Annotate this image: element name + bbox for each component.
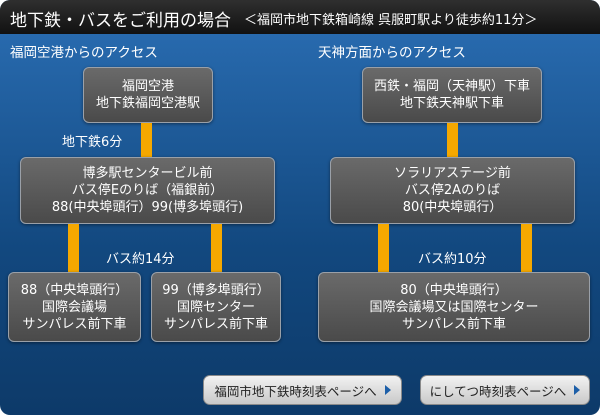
nishitetsu-timetable-label: にしてつ時刻表ページへ	[429, 383, 567, 399]
bus-connector-left	[68, 224, 79, 272]
airport-start-box: 福岡空港 地下鉄福岡空港駅	[83, 67, 213, 123]
destination-line: 80（中央埠頭行）	[400, 282, 508, 298]
destination-line: 99（博多埠頭行）	[162, 282, 270, 298]
destination-line: サンパレス前下車	[401, 316, 506, 332]
airport-destination-box-a: 88（中央埠頭行） 国際会議場 サンパレス前下車	[8, 272, 141, 342]
bus-connector-right	[211, 224, 222, 272]
header-bar: 地下鉄・バスをご利用の場合 ＜福岡市地下鉄箱崎線 呉服町駅より徒歩約11分＞	[0, 0, 600, 34]
tenjin-destination-box: 80（中央埠頭行） 国際会議場又は国際センター サンパレス前下車	[318, 272, 590, 342]
bus-duration-label-airport: バス約14分	[106, 252, 175, 267]
airport-route-heading: 福岡空港からのアクセス	[10, 45, 158, 61]
walk-connector	[447, 123, 458, 157]
destination-line: 国際会議場	[41, 299, 107, 315]
tenjin-transfer-line: 80(中央埠頭行）	[402, 200, 503, 215]
airport-transfer-line: 88(中央埠頭行）99(博多埠頭行)	[51, 200, 244, 215]
subway-connector	[141, 123, 152, 157]
page-title: 地下鉄・バスをご利用の場合	[10, 11, 231, 31]
tenjin-transfer-line: バス停2Aのりば	[404, 183, 501, 198]
bus-duration-label-tenjin: バス約10分	[418, 252, 487, 267]
arrow-right-icon	[574, 385, 581, 395]
tenjin-start-line: 西鉄・福岡（天神駅）下車	[373, 79, 530, 94]
destination-line: 88（中央埠頭行）	[20, 282, 129, 298]
airport-destination-box-b: 99（博多埠頭行） 国際センター サンパレス前下車	[151, 272, 281, 342]
subway-timetable-label: 福岡市地下鉄時刻表ページへ	[214, 383, 377, 399]
tenjin-start-box: 西鉄・福岡（天神駅）下車 地下鉄天神駅下車	[362, 67, 542, 123]
tenjin-start-line: 地下鉄天神駅下車	[399, 96, 504, 111]
destination-line: サンパレス前下車	[22, 316, 127, 332]
subway-timetable-button[interactable]: 福岡市地下鉄時刻表ページへ	[203, 375, 402, 405]
airport-transfer-box: 博多駅センタービル前 バス停Eのりば（福銀前） 88(中央埠頭行）99(博多埠頭…	[20, 157, 275, 224]
arrow-right-icon	[384, 385, 391, 395]
airport-start-line: 地下鉄福岡空港駅	[95, 96, 200, 111]
page-subtitle: ＜福岡市地下鉄箱崎線 呉服町駅より徒歩約11分＞	[244, 13, 538, 28]
tenjin-route-heading: 天神方面からのアクセス	[318, 45, 466, 61]
bus-connector-tenjin-left	[378, 224, 389, 272]
destination-line: 国際会議場又は国際センター	[369, 299, 539, 315]
airport-transfer-line: バス停Eのりば（福銀前）	[71, 183, 224, 198]
destination-line: サンパレス前下車	[163, 316, 268, 332]
nishitetsu-timetable-button[interactable]: にしてつ時刻表ページへ	[420, 375, 590, 405]
airport-transfer-line: 博多駅センタービル前	[82, 166, 213, 181]
tenjin-transfer-line: ソラリアステージ前	[394, 166, 511, 181]
destination-line: 国際センター	[176, 299, 255, 315]
bus-connector-tenjin-right	[521, 224, 532, 272]
tenjin-transfer-box: ソラリアステージ前 バス停2Aのりば 80(中央埠頭行）	[330, 157, 575, 224]
airport-start-line: 福岡空港	[121, 79, 174, 94]
subway-duration-label: 地下鉄6分	[62, 135, 123, 150]
